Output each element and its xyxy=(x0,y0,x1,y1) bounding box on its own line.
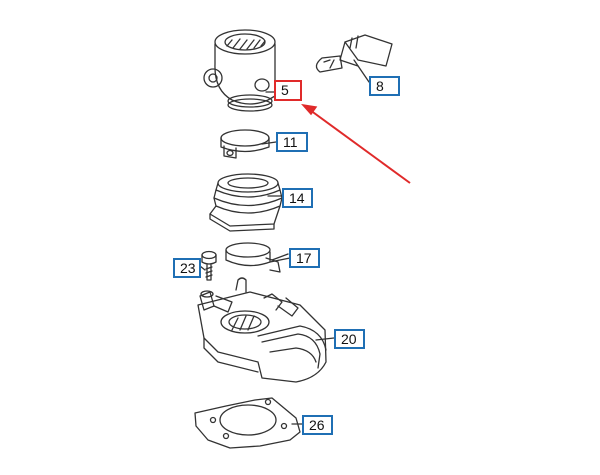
throttle-body-part xyxy=(197,277,327,383)
callout-part-8[interactable]: 8 xyxy=(369,76,400,96)
callout-part-11[interactable]: 11 xyxy=(276,132,308,152)
callout-part-20[interactable]: 20 xyxy=(334,329,365,349)
gasket-part xyxy=(194,397,301,449)
callout-part-23[interactable]: 23 xyxy=(173,258,201,278)
callout-part-26[interactable]: 26 xyxy=(302,415,333,435)
air-mass-meter-part xyxy=(203,29,276,112)
callout-part-17[interactable]: 17 xyxy=(289,248,320,268)
screw-part xyxy=(201,250,217,281)
highlight-arrow xyxy=(301,103,411,184)
callout-part-5[interactable]: 5 xyxy=(274,80,302,101)
intake-bellows-part xyxy=(209,173,283,232)
small-clamp-part xyxy=(225,242,289,273)
hose-clamp-part xyxy=(220,129,270,159)
callout-part-14[interactable]: 14 xyxy=(282,188,313,208)
connector-part xyxy=(315,34,393,73)
leader-lines xyxy=(199,59,370,425)
